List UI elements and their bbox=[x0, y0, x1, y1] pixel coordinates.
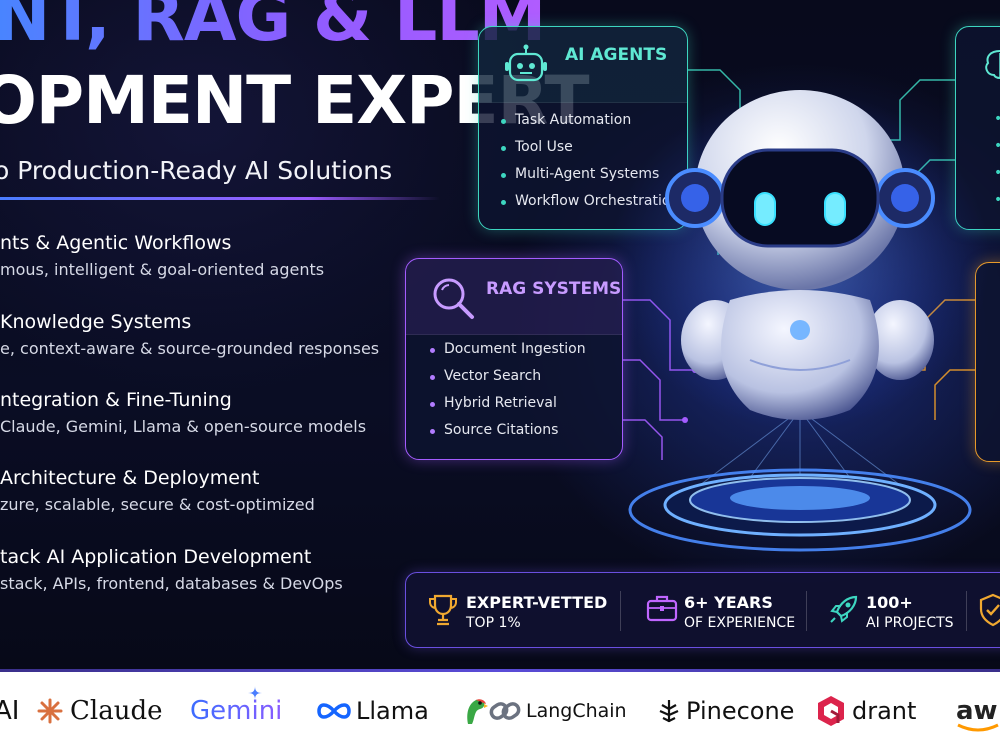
feature-heading: Architecture & Deployment bbox=[0, 467, 260, 489]
feature-knowledge: Knowledge Systems e, context-aware & sou… bbox=[0, 311, 379, 358]
feature-description: Claude, Gemini, Llama & open-source mode… bbox=[0, 417, 367, 436]
aws-smile-icon bbox=[957, 723, 999, 732]
logo-text: aw bbox=[956, 696, 998, 726]
logo-text: Claude bbox=[70, 696, 163, 726]
briefcase-icon bbox=[646, 595, 678, 622]
logo-qdrant: drant bbox=[816, 672, 916, 750]
card-header bbox=[479, 27, 687, 103]
logo-text: Gemini bbox=[190, 696, 283, 726]
logo-aws: aw bbox=[956, 672, 999, 750]
gear-icon bbox=[994, 295, 1000, 331]
card-title: RAG SYSTEMS bbox=[486, 279, 622, 299]
logo-openai: AI bbox=[0, 672, 19, 750]
qdrant-hexagon-icon bbox=[818, 696, 844, 726]
feature-architecture: Architecture & Deployment zure, scalable… bbox=[0, 467, 315, 514]
chain-link-icon bbox=[489, 702, 521, 720]
rocket-icon bbox=[830, 595, 858, 623]
hero-banner: ENT, RAG & LLM LOPMENT EXPERT o Producti… bbox=[0, 0, 1000, 672]
card-header bbox=[406, 259, 622, 335]
stat-projects: 100+ AI PROJECTS bbox=[816, 573, 976, 649]
list-item: Document Ingestion bbox=[428, 341, 586, 368]
stat-value: EXPERT-VETTED bbox=[466, 593, 608, 612]
parrot-icon bbox=[467, 699, 488, 724]
list-item: F bbox=[994, 138, 1000, 165]
stat-value: 6+ YEARS bbox=[684, 593, 773, 612]
card-title: AI AGENTS bbox=[565, 45, 668, 65]
trophy-icon bbox=[429, 594, 457, 626]
list-item: Source Citations bbox=[428, 422, 586, 449]
logo-claude: Claude bbox=[36, 672, 163, 750]
stat-expert-vetted: EXPERT-VETTED TOP 1% bbox=[416, 573, 616, 649]
logo-gemini: Gemini bbox=[190, 672, 282, 750]
list-item: F bbox=[994, 165, 1000, 192]
feature-description: mous, intelligent & goal-oriented agents bbox=[0, 260, 325, 279]
logo-text: drant bbox=[852, 697, 917, 725]
magnifier-icon bbox=[433, 278, 474, 319]
stat-value: 100+ bbox=[866, 593, 913, 612]
subtitle-underline bbox=[0, 197, 440, 200]
logo-langchain: LangChain bbox=[460, 672, 627, 750]
stat-label: TOP 1% bbox=[466, 615, 521, 631]
stat-divider bbox=[620, 591, 621, 631]
logo-text: LangChain bbox=[526, 700, 627, 722]
stat-label: OF EXPERIENCE bbox=[684, 615, 796, 631]
list-item: E bbox=[994, 192, 1000, 219]
list-item: Tool Use bbox=[499, 139, 679, 166]
gemini-sparkle-icon bbox=[248, 686, 262, 700]
list-item: Hybrid Retrieval bbox=[428, 395, 586, 422]
feature-integration: ntegration & Fine-Tuning Claude, Gemini,… bbox=[0, 389, 366, 436]
rag-systems-card: RAG SYSTEMS Document Ingestion Vector Se… bbox=[405, 258, 623, 460]
stats-bar: EXPERT-VETTED TOP 1% 6+ YEARS OF EXPERIE… bbox=[405, 572, 1000, 648]
logo-llama: Llama bbox=[316, 672, 429, 750]
feature-description: zure, scalable, secure & cost-optimized bbox=[0, 495, 315, 514]
robot-illustration bbox=[610, 90, 990, 552]
logo-strip: AI Claude Gemini Llama bbox=[0, 672, 1000, 750]
feature-description: e, context-aware & source-grounded respo… bbox=[0, 339, 380, 358]
stat-label: AI PROJECTS bbox=[866, 615, 954, 631]
list-item: Vector Search bbox=[428, 368, 586, 395]
stat-divider bbox=[966, 591, 967, 631]
feature-heading: tack AI Application Development bbox=[0, 546, 312, 568]
list-item: Task Automation bbox=[499, 112, 679, 139]
shield-check-icon bbox=[979, 593, 1000, 627]
logo-text: AI bbox=[0, 696, 20, 726]
feature-heading: ntegration & Fine-Tuning bbox=[0, 389, 232, 411]
logo-text: Pinecone bbox=[686, 697, 795, 725]
stat-divider bbox=[806, 591, 807, 631]
feature-heading: nts & Agentic Workflows bbox=[0, 232, 232, 254]
list-item: Multi-Agent Systems bbox=[499, 166, 679, 193]
agents-list: Task Automation Tool Use Multi-Agent Sys… bbox=[499, 112, 679, 220]
stat-experience: 6+ YEARS OF EXPERIENCE bbox=[634, 573, 824, 649]
feature-description: stack, APIs, frontend, databases & DevOp… bbox=[0, 574, 343, 593]
feature-fullstack: tack AI Application Development stack, A… bbox=[0, 546, 343, 593]
ai-agents-card: AI AGENTS Task Automation Tool Use Multi… bbox=[478, 26, 688, 230]
partial-list: M F F E bbox=[994, 111, 1000, 219]
subtitle: o Production-Ready AI Solutions bbox=[0, 156, 393, 185]
feature-heading: Knowledge Systems bbox=[0, 311, 192, 333]
logo-pinecone: Pinecone bbox=[656, 672, 794, 750]
title-line-1: ENT, RAG & LLM bbox=[0, 0, 546, 57]
brain-icon bbox=[985, 49, 1000, 79]
list-item: M bbox=[994, 111, 1000, 138]
claude-spark-icon bbox=[37, 698, 63, 724]
robot-head-icon bbox=[505, 44, 547, 82]
logo-text: Llama bbox=[356, 697, 429, 725]
feature-agents: nts & Agentic Workflows mous, intelligen… bbox=[0, 232, 324, 279]
pinecone-icon bbox=[659, 700, 679, 723]
rag-list: Document Ingestion Vector Search Hybrid … bbox=[428, 341, 586, 449]
meta-infinity-icon bbox=[317, 703, 351, 719]
